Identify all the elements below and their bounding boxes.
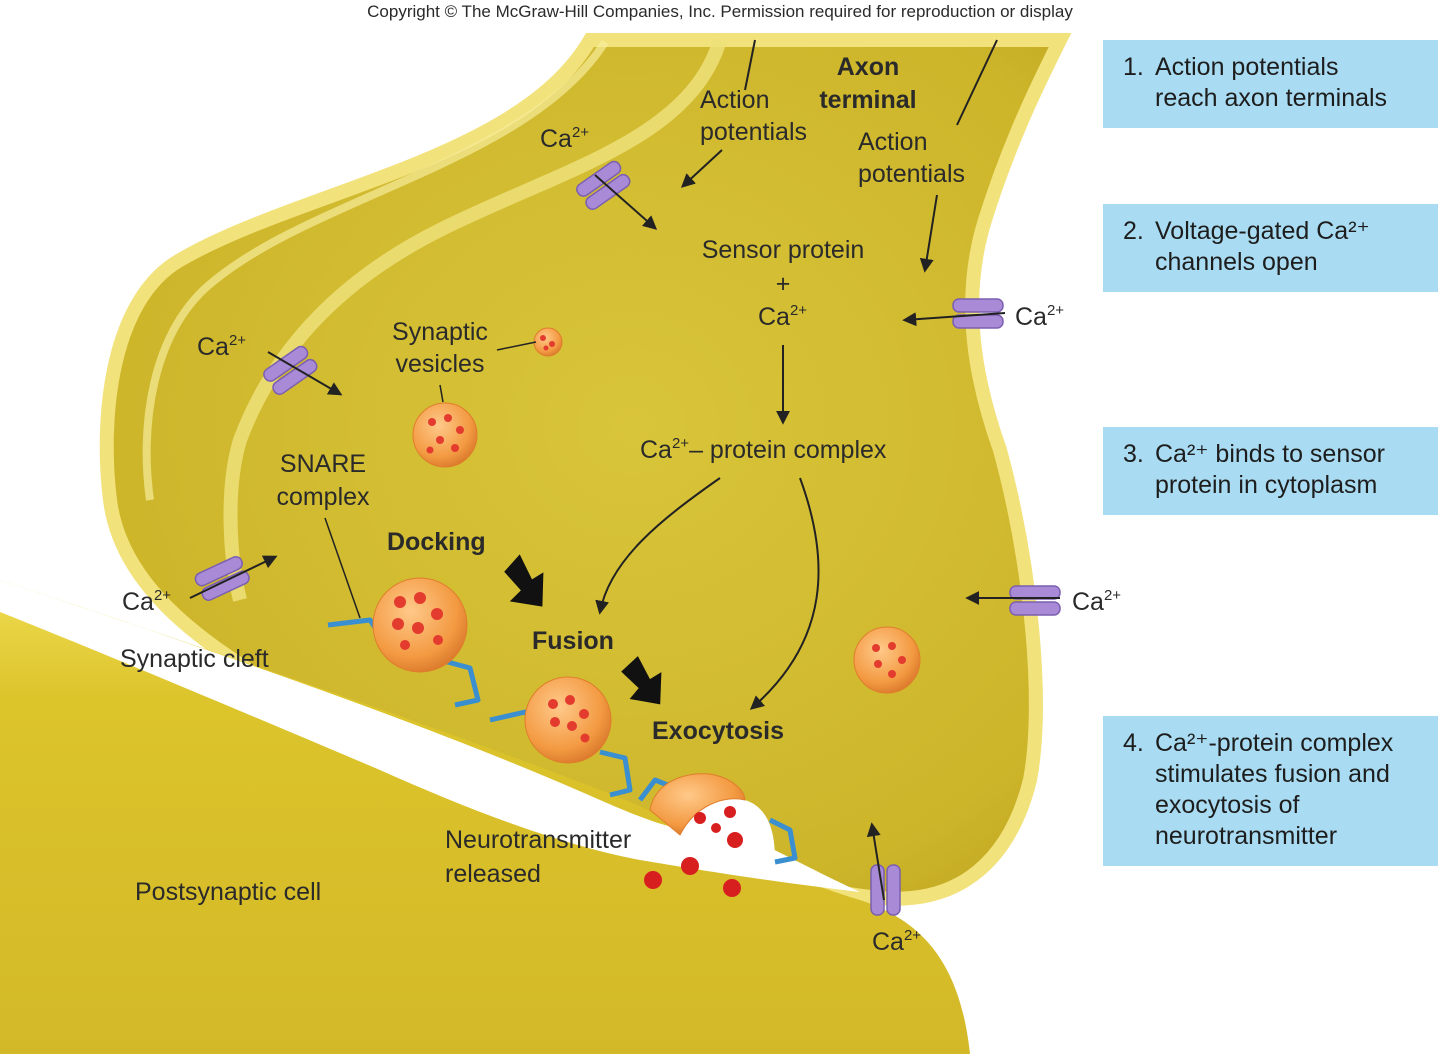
action-potential-arrows [680,39,998,273]
calcium-label: Ca2+ [197,332,246,361]
step-box-4: 4. Ca²⁺-protein complex stimulates fusio… [1103,716,1438,866]
process-arrow [504,554,662,705]
axon-terminal-label-2: terminal [819,86,916,114]
calcium-protein-complex-label: Ca2+– protein complex [640,435,887,464]
synaptic-vesicles-label: Synaptic [392,318,488,346]
action-potentials-label-right: Action [858,128,927,156]
step-line: reach axon terminals [1155,84,1388,112]
step-text: Voltage-gated Ca²⁺ channels open [1155,216,1428,282]
step-line: stimulates fusion and [1155,760,1390,788]
axon-terminal-label: Axon [837,53,900,81]
sensor-protein-label: Sensor protein [702,236,865,264]
leader-lines [324,341,537,619]
synaptic-cleft [0,580,860,892]
fusion-label: Fusion [532,627,614,655]
copyright-notice: Copyright © The McGraw-Hill Companies, I… [367,2,1073,21]
snare-complex-label: SNARE [280,450,366,478]
calcium-influx-arrows [189,174,1060,901]
terminal-membrane [142,39,609,501]
step-box-3: 3. Ca²⁺ binds to sensor protein in cytop… [1103,427,1438,515]
neurotransmitter-label: Neurotransmitter [445,826,631,854]
step-number: 4. [1123,729,1144,757]
synaptic-vesicles-label-2: vesicles [396,350,485,378]
snare-complex-label-2: complex [276,483,370,511]
snare-complex [327,617,798,865]
calcium-label: Ca2+ [1072,587,1121,616]
step-line: neurotransmitter [1155,822,1338,850]
step-line: Ca²⁺ binds to sensor [1155,440,1385,468]
calcium-label: Ca2+ [122,587,171,616]
step-line: protein in cytoplasm [1155,471,1378,499]
step-number: 2. [1123,217,1144,245]
step-line: Ca²⁺-protein complex [1155,729,1394,757]
step-text: Action potentials reach axon terminals [1155,52,1428,118]
action-potentials-label-left: Action [700,86,769,114]
calcium-label: Ca2+ [872,927,921,956]
exocytosis-label: Exocytosis [652,717,784,745]
step-line: exocytosis of [1155,791,1300,819]
step-box-1: 1. Action potentials reach axon terminal… [1103,40,1438,128]
vesicle-contents [392,335,906,743]
neurotransmitter-molecules [644,806,743,897]
docking-label: Docking [387,528,486,556]
pathway-arrows [595,345,820,710]
action-potentials-label-right-2: potentials [858,160,965,188]
synaptic-cleft-label: Synaptic cleft [120,645,269,673]
step-line: Action potentials [1155,53,1339,81]
step-number: 3. [1123,440,1144,468]
step-text: Ca²⁺ binds to sensor protein in cytoplas… [1155,439,1428,505]
postsynaptic-cell-label: Postsynaptic cell [135,878,321,906]
neurotransmitter-label-2: released [445,860,541,888]
action-potentials-label-left-2: potentials [700,118,807,146]
step-line: channels open [1155,248,1318,276]
calcium-label: Ca2+ [1015,302,1064,331]
step-text: Ca²⁺-protein complex stimulates fusion a… [1155,728,1428,856]
step-box-2: 2. Voltage-gated Ca²⁺ channels open [1103,204,1438,292]
step-number: 1. [1123,53,1144,81]
plus-sign: + [776,270,791,298]
membrane-fold [223,37,727,602]
calcium-label: Ca2+ [758,302,807,331]
calcium-label: Ca2+ [540,124,589,153]
step-line: Voltage-gated Ca²⁺ [1155,217,1370,245]
